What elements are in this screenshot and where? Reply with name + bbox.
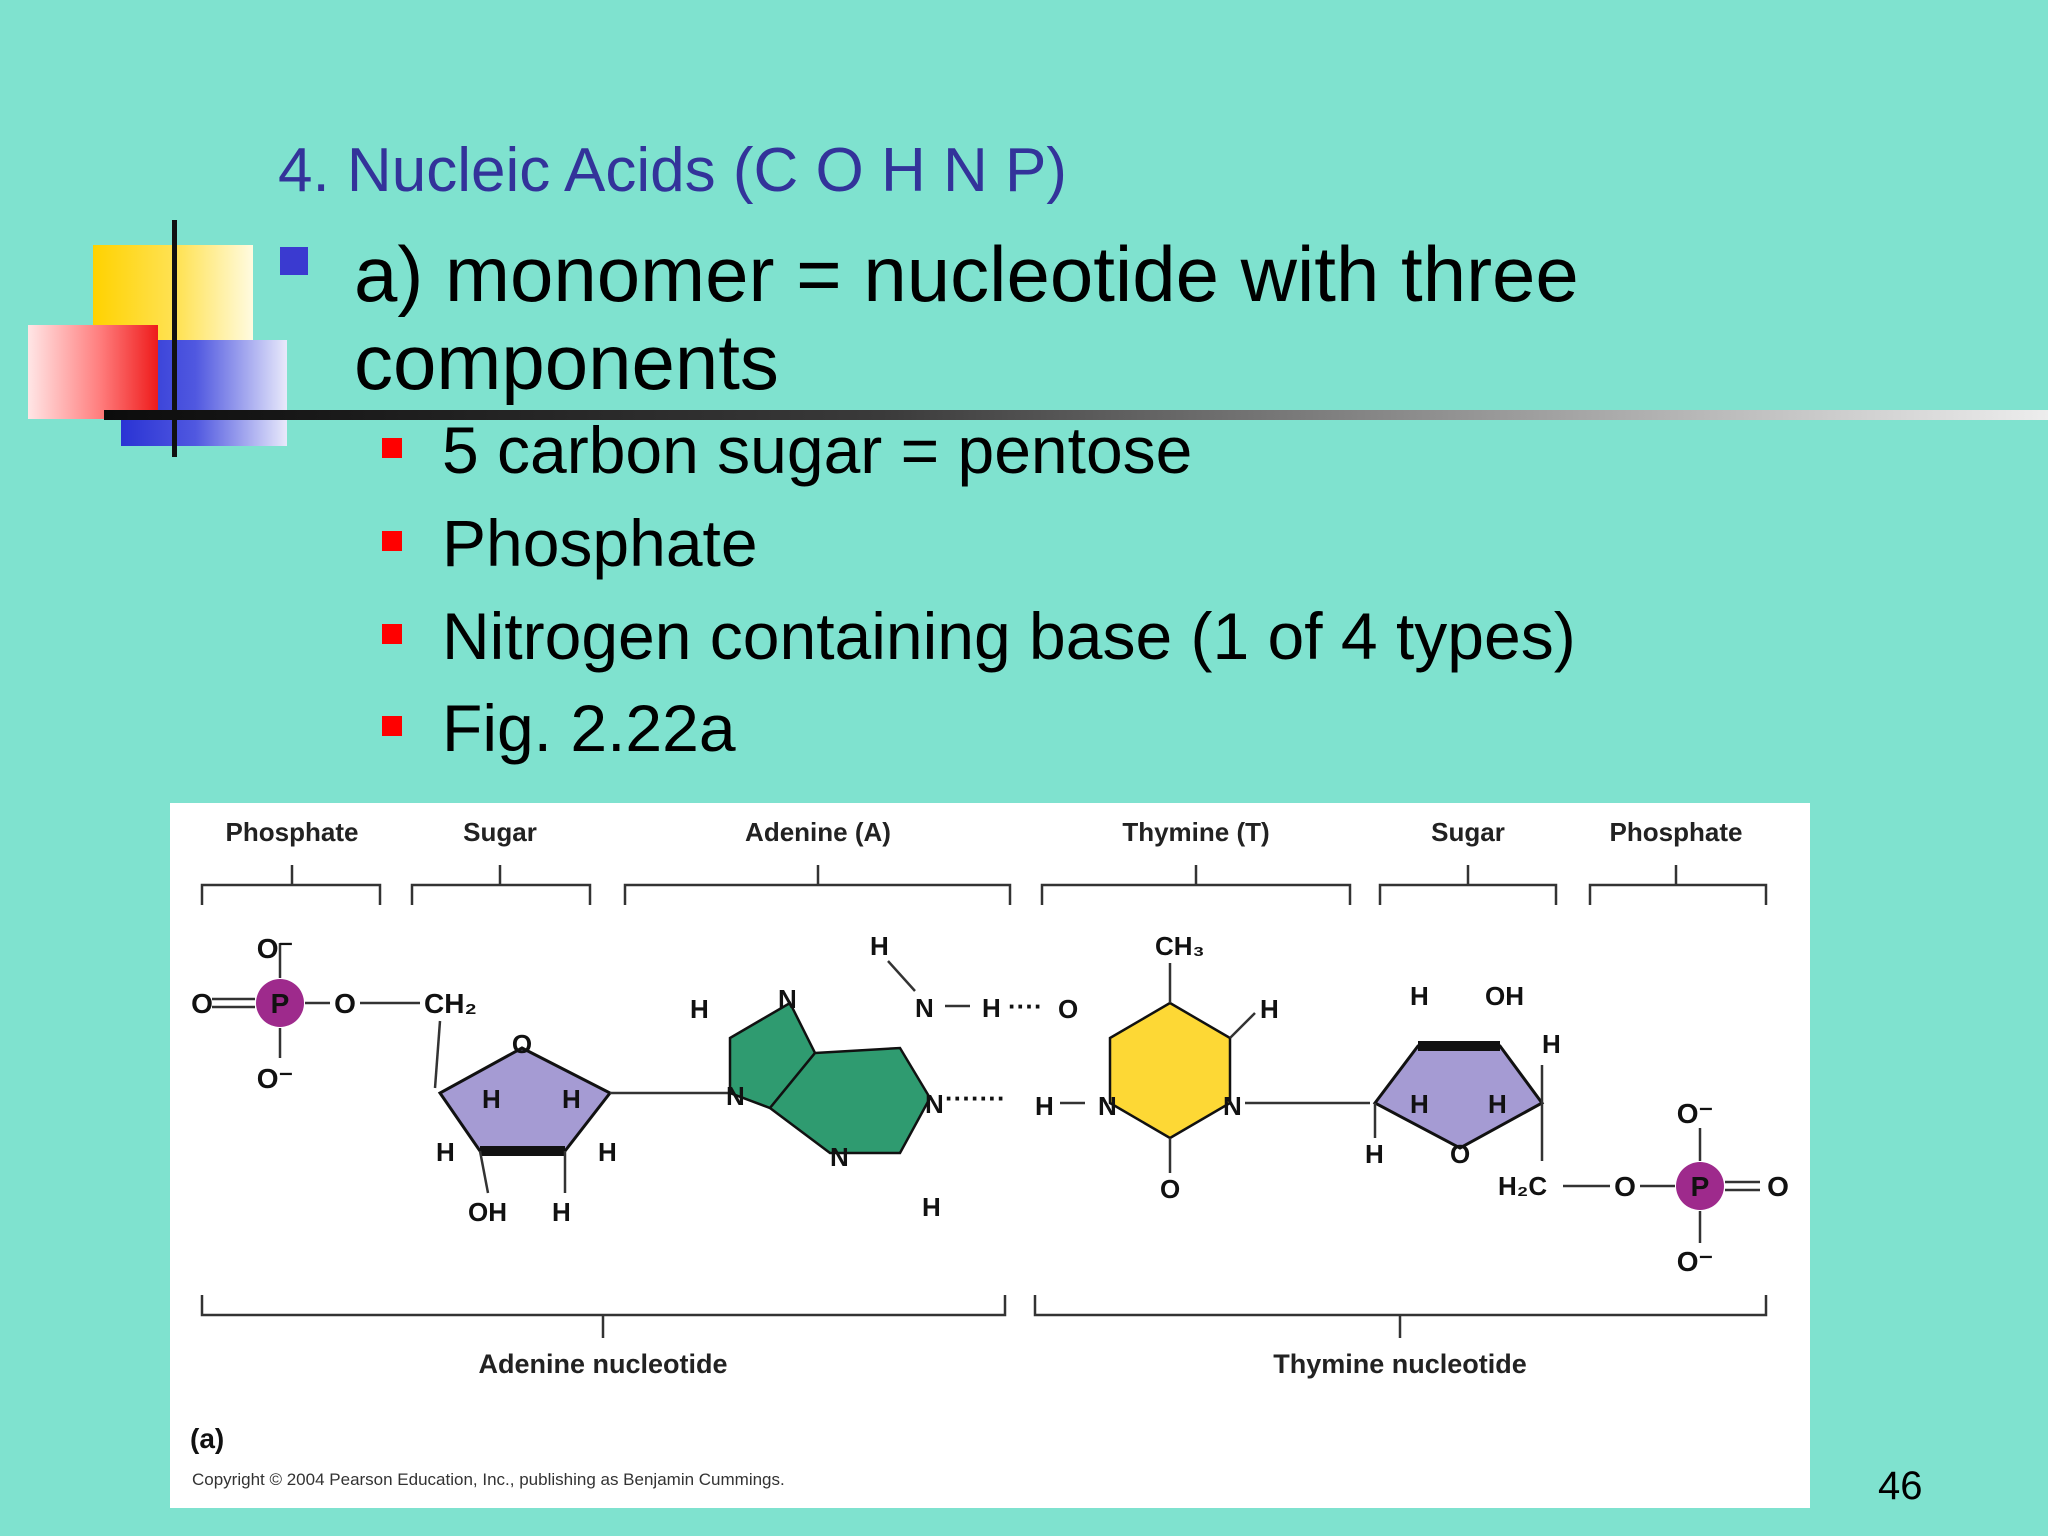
svg-text:H: H xyxy=(1410,981,1429,1011)
svg-text:O: O xyxy=(1767,1171,1789,1202)
label-thymine-nucleotide: Thymine nucleotide xyxy=(1273,1349,1527,1379)
sub-bullet-square-icon xyxy=(382,531,402,551)
svg-text:H: H xyxy=(1260,994,1279,1024)
phosphate-right-group: O P O O⁻ O⁻ xyxy=(1614,1098,1789,1277)
svg-text:H: H xyxy=(562,1084,581,1114)
svg-text:H: H xyxy=(690,994,709,1024)
svg-text:N: N xyxy=(726,1081,745,1111)
sub-bullet-square-icon xyxy=(382,624,402,644)
label-phosphate-right: Phosphate xyxy=(1610,817,1743,847)
label-adenine-nucleotide: Adenine nucleotide xyxy=(478,1349,727,1379)
svg-text:N: N xyxy=(778,984,797,1014)
slide-title: 4. Nucleic Acids (C O H N P) xyxy=(278,136,1067,205)
svg-text:O: O xyxy=(1160,1174,1180,1204)
svg-text:H: H xyxy=(1542,1029,1561,1059)
svg-text:H: H xyxy=(598,1137,617,1167)
svg-text:O⁻: O⁻ xyxy=(1677,1246,1714,1277)
phosphate-left-group: P O⁻ O O O⁻ xyxy=(191,933,420,1094)
sugar-left-group: CH₂ O H H H H OH H xyxy=(424,988,730,1227)
svg-text:H: H xyxy=(436,1137,455,1167)
svg-text:OH: OH xyxy=(468,1197,507,1227)
top-brackets xyxy=(200,865,1768,905)
svg-text:O: O xyxy=(191,988,213,1019)
svg-text:H: H xyxy=(552,1197,571,1227)
svg-text:O: O xyxy=(512,1029,532,1059)
svg-text:H: H xyxy=(1035,1091,1054,1121)
sub-bullet-square-icon xyxy=(382,438,402,458)
label-adenine: Adenine (A) xyxy=(745,817,891,847)
sub-bullet-square-icon xyxy=(382,716,402,736)
svg-text:·······: ······· xyxy=(945,1083,1006,1113)
svg-text:OH: OH xyxy=(1485,981,1524,1011)
label-phosphate-left: Phosphate xyxy=(226,817,359,847)
bullet-square-icon xyxy=(280,247,308,275)
svg-text:H: H xyxy=(870,931,889,961)
svg-text:N: N xyxy=(830,1142,849,1172)
svg-text:O⁻: O⁻ xyxy=(1677,1098,1714,1129)
svg-text:O: O xyxy=(1614,1171,1636,1202)
svg-text:CH₂: CH₂ xyxy=(424,988,477,1019)
svg-text:P: P xyxy=(271,988,290,1019)
svg-text:H: H xyxy=(1410,1089,1429,1119)
page-number: 46 xyxy=(1878,1464,1923,1508)
svg-text:H₂C: H₂C xyxy=(1498,1171,1547,1201)
label-thymine: Thymine (T) xyxy=(1122,817,1269,847)
svg-text:P: P xyxy=(1691,1171,1710,1202)
svg-text:N: N xyxy=(925,1089,944,1119)
svg-text:H: H xyxy=(982,993,1001,1023)
thymine-group: CH₃ O H N N O xyxy=(1058,931,1370,1204)
svg-text:N: N xyxy=(1098,1091,1117,1121)
svg-text:O: O xyxy=(1450,1139,1470,1169)
copyright-text: Copyright © 2004 Pearson Education, Inc.… xyxy=(192,1470,785,1489)
svg-text:····: ···· xyxy=(1008,991,1043,1021)
svg-text:N: N xyxy=(915,993,934,1023)
nucleotide-figure: Phosphate Sugar Adenine (A) Thymine (T) … xyxy=(170,803,1810,1508)
adenine-group: H N N N N N H H H ···· ······· H xyxy=(690,931,1085,1222)
decorative-horizontal-rule xyxy=(104,410,2048,420)
svg-text:O⁻: O⁻ xyxy=(257,1063,294,1094)
main-bullet-text: a) monomer = nucleotide with three compo… xyxy=(354,230,1579,406)
sugar-right-group: H OH H H H O H H₂C xyxy=(1365,981,1610,1201)
svg-text:H: H xyxy=(482,1084,501,1114)
svg-text:O⁻: O⁻ xyxy=(257,933,294,964)
svg-text:H: H xyxy=(922,1192,941,1222)
svg-text:CH₃: CH₃ xyxy=(1155,931,1205,961)
nucleotide-diagram: Phosphate Sugar Adenine (A) Thymine (T) … xyxy=(190,817,1789,1489)
svg-text:O: O xyxy=(334,988,356,1019)
panel-label: (a) xyxy=(190,1423,224,1454)
label-sugar-left: Sugar xyxy=(463,817,537,847)
decorative-vertical-line xyxy=(172,220,177,457)
decorative-red-square xyxy=(28,325,158,419)
label-sugar-right: Sugar xyxy=(1431,817,1505,847)
svg-text:H: H xyxy=(1365,1139,1384,1169)
bottom-brackets xyxy=(200,1295,1768,1338)
svg-text:O: O xyxy=(1058,994,1078,1024)
svg-text:H: H xyxy=(1488,1089,1507,1119)
svg-text:N: N xyxy=(1223,1091,1242,1121)
